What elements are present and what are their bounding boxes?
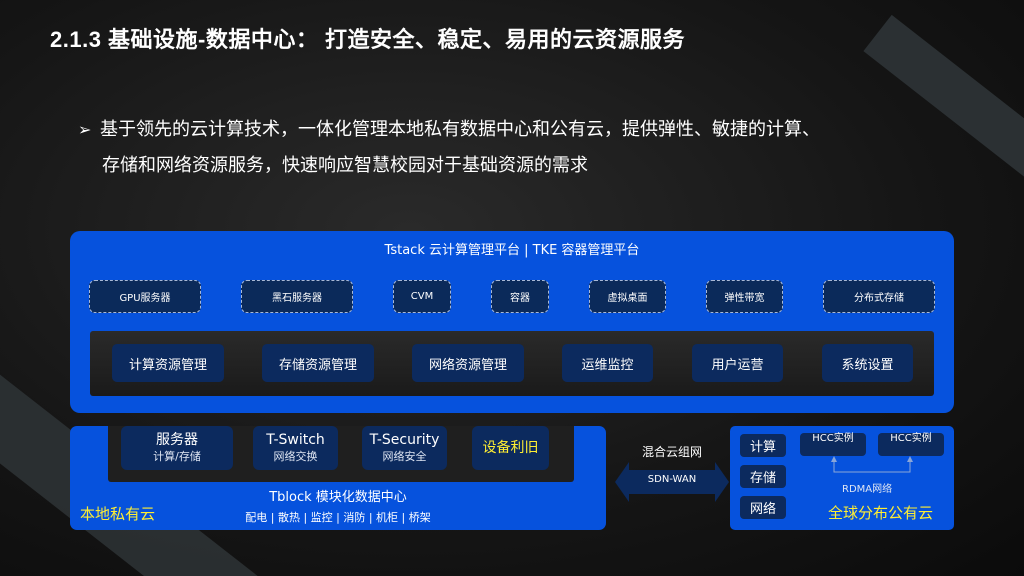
service-bare-metal: 黑石服务器 [241, 280, 353, 313]
hw-tsecurity: T-Security 网络安全 [362, 426, 447, 470]
hybrid-network-label: 混合云组网 [641, 445, 702, 459]
cloud-platform-panel: Tstack 云计算管理平台 | TKE 容器管理平台 GPU服务器 黑石服务器… [70, 231, 954, 413]
hw-server-label: 服务器 [156, 432, 198, 448]
hardware-slot: 服务器 计算/存储 T-Switch 网络交换 T-Security 网络安全 … [108, 426, 574, 482]
hw-tswitch-sub: 网络交换 [273, 450, 318, 463]
public-cloud-label: 全球分布公有云 [828, 504, 934, 522]
mgmt-storage: 存储资源管理 [262, 344, 374, 382]
hw-server-sub: 计算/存储 [153, 450, 201, 463]
hw-tsecurity-sub: 网络安全 [382, 450, 427, 463]
hcc-instance-2: HCC实例 [878, 433, 944, 456]
sdn-wan-label: SDN-WAN [647, 474, 697, 485]
slide-title: 2.1.3 基础设施-数据中心： 打造安全、稳定、易用的云资源服务 [50, 27, 685, 52]
hw-reuse-label: 设备利旧 [482, 440, 539, 456]
public-cloud-panel: 计算 存储 网络 HCC实例 HCC实例 RDMA网络 全球分布公有云 [730, 426, 954, 530]
public-network: 网络 [740, 496, 786, 519]
service-virtual-desktop: 虚拟桌面 [589, 280, 666, 313]
rdma-network-label: RDMA网络 [842, 484, 893, 495]
mgmt-system-settings: 系统设置 [822, 344, 913, 382]
public-compute: 计算 [740, 434, 786, 457]
hw-tsecurity-label: T-Security [369, 432, 440, 448]
double-arrow-icon [615, 462, 729, 502]
hw-equipment-reuse: 设备利旧 [472, 426, 549, 470]
hcc-instance-1: HCC实例 [800, 433, 866, 456]
mgmt-ops-monitoring: 运维监控 [562, 344, 653, 382]
service-container: 容器 [491, 280, 549, 313]
hw-server: 服务器 计算/存储 [121, 426, 233, 470]
service-cvm: CVM [393, 280, 451, 313]
mgmt-compute: 计算资源管理 [112, 344, 224, 382]
bullet-point: ➢ 基于领先的云计算技术，一体化管理本地私有数据中心和公有云，提供弹性、敏捷的计算… [78, 112, 958, 184]
local-private-cloud-panel: 服务器 计算/存储 T-Switch 网络交换 T-Security 网络安全 … [70, 426, 606, 530]
local-cloud-label: 本地私有云 [80, 505, 156, 523]
tblock-title: Tblock 模块化数据中心 [269, 490, 407, 505]
bullet-line-2: 存储和网络资源服务，快速响应智慧校园对于基础资源的需求 [102, 155, 588, 176]
management-strip: 计算资源管理 存储资源管理 网络资源管理 运维监控 用户运营 系统设置 [90, 331, 934, 396]
hw-tswitch: T-Switch 网络交换 [253, 426, 338, 470]
bullet-arrow-icon: ➢ [78, 120, 92, 139]
rdma-connector-icon [831, 456, 913, 473]
mgmt-network: 网络资源管理 [412, 344, 524, 382]
mgmt-user-operations: 用户运营 [692, 344, 783, 382]
tblock-subtitle: 配电 | 散热 | 监控 | 消防 | 机柜 | 桥架 [245, 511, 431, 524]
service-gpu-server: GPU服务器 [89, 280, 201, 313]
public-storage: 存储 [740, 465, 786, 488]
service-elastic-bandwidth: 弹性带宽 [706, 280, 783, 313]
bullet-line-1: 基于领先的云计算技术，一体化管理本地私有数据中心和公有云，提供弹性、敏捷的计算、 [100, 119, 820, 140]
platform-title: Tstack 云计算管理平台 | TKE 容器管理平台 [384, 243, 640, 258]
service-distributed-storage: 分布式存储 [823, 280, 935, 313]
hw-tswitch-label: T-Switch [266, 432, 325, 448]
